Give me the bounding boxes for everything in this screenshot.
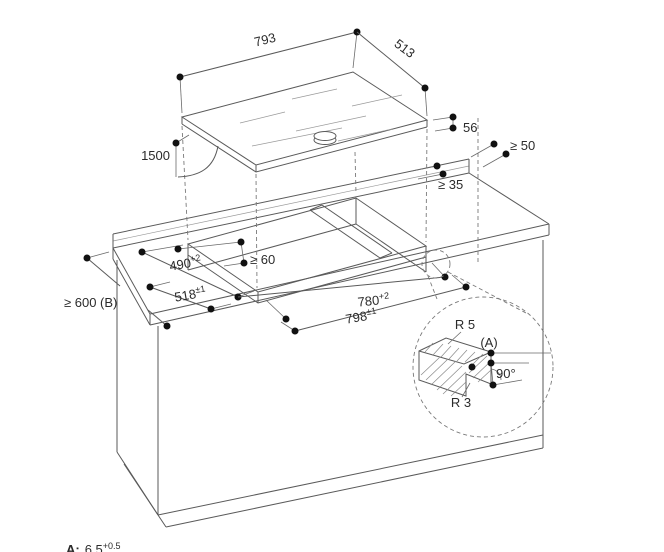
projection-lines [181, 118, 479, 289]
hatch-lines [420, 342, 492, 397]
dim-793-label: 793 [253, 30, 278, 50]
detail-r5-label: R 5 [455, 317, 475, 332]
detail-angle-label: 90° [496, 366, 516, 381]
dimension-cutout-depth-490: 490+2 [138, 244, 255, 301]
control-knob-icon [313, 131, 337, 145]
dim-56-label: 56 [463, 120, 477, 135]
dim-780-label: 780+2 [357, 290, 390, 309]
mains-cable [177, 145, 219, 178]
footnote-a: A:6.5+0.5 [66, 541, 121, 552]
dim-518-label: 518±1 [173, 283, 207, 304]
dimension-56: 56 [432, 113, 477, 135]
detail-ref-a-label: (A) [480, 335, 497, 350]
dim-60-label: ≥ 60 [250, 252, 275, 267]
dim-35-label: ≥ 35 [438, 177, 463, 192]
worktop-cutout [186, 197, 428, 304]
dimension-513: 513 [356, 31, 429, 117]
dimension-793: 793 [176, 28, 361, 114]
dim-513-label: 513 [392, 36, 418, 61]
dim-490-label: 490+2 [168, 252, 202, 273]
detail-source-circle [421, 249, 451, 279]
dimension-outer-width-798: 798±1 [265, 274, 470, 335]
cooktop [177, 71, 429, 178]
dimension-outer-depth-518: 518±1 [146, 281, 232, 313]
worktop-cabinet-outline [112, 158, 550, 528]
dimension-gap-front-60: ≥ 60 [174, 238, 275, 267]
dimension-worktop-depth-600: ≥ 600 (B) [64, 251, 171, 330]
dimension-cutout-width-780: 780+2 [237, 262, 449, 310]
dim-50-label: ≥ 50 [510, 138, 535, 153]
dimension-gap-right-50: ≥ 50 [470, 138, 535, 168]
detail-zoom-circle [412, 296, 554, 438]
dimension-gap-rear-35: ≥ 35 [411, 162, 463, 192]
dimension-1500: 1500 [141, 134, 190, 177]
dim-600-label: ≥ 600 (B) [64, 295, 117, 310]
detail-balloon: R 5 (A) 90° R 3 [412, 249, 554, 438]
dim-798-label: 798±1 [344, 305, 378, 326]
detail-r3-label: R 3 [451, 395, 471, 410]
dim-1500-label: 1500 [141, 148, 170, 163]
